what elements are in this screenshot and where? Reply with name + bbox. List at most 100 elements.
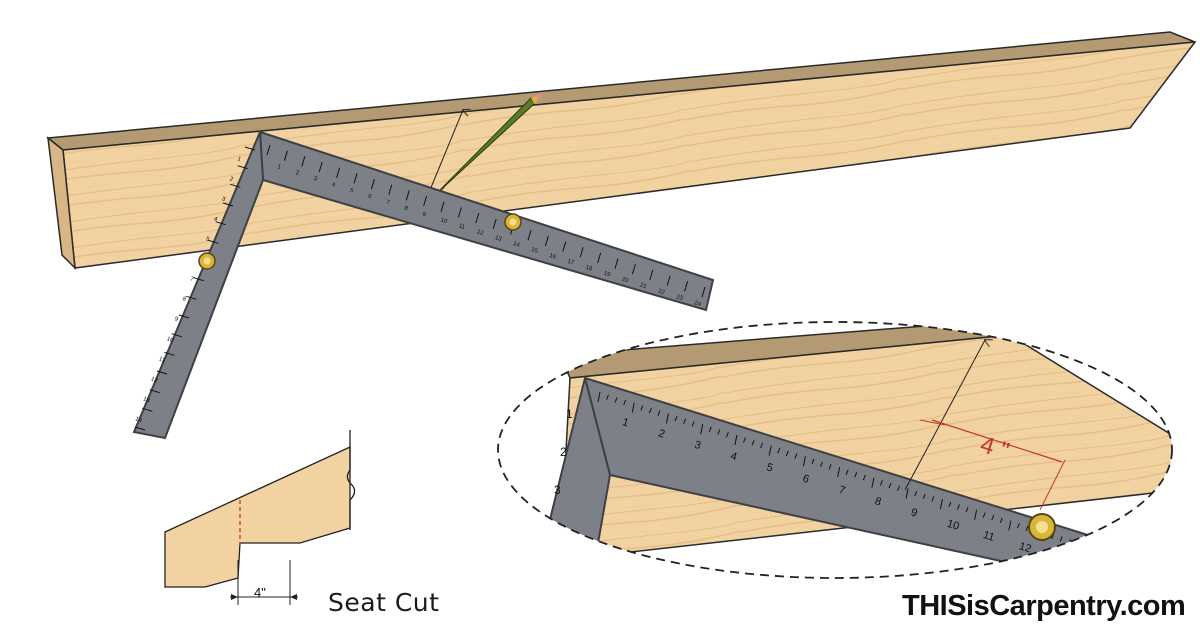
seat-cut-sketch	[164, 430, 356, 605]
body-tick-mark	[440, 201, 445, 212]
tongue-number-label: 14	[134, 416, 143, 424]
body-number-label: 7	[385, 200, 391, 207]
zoom-tongue-number-label: 3	[554, 483, 561, 497]
body-tick-mark	[475, 213, 480, 224]
zoom-tongue-number-label: 1	[566, 407, 573, 421]
zoom-number-label: 13	[1054, 552, 1069, 567]
zoom-number-label: 4	[729, 450, 738, 463]
body-tick-mark	[579, 247, 584, 258]
body-number-label: 15	[530, 247, 539, 255]
tongue-number-label: 4	[213, 216, 219, 223]
tongue-tick-mark	[193, 277, 204, 282]
body-number-label: 4	[331, 182, 337, 189]
body-number-label: 9	[421, 211, 427, 218]
zoom-tick-mark	[845, 469, 849, 475]
body-number-label: 6	[367, 194, 373, 201]
body-tick-mark	[318, 161, 323, 173]
zoom-tick-mark	[1093, 547, 1097, 553]
tongue-tick-mark	[208, 239, 219, 244]
zoom-tick-mark	[820, 461, 824, 467]
seat-cut-dimension-label: 4"	[254, 585, 266, 600]
body-number-label: 14	[512, 241, 521, 249]
zoom-tick-mark	[1102, 549, 1106, 556]
zoom-number-label: 6	[801, 473, 810, 486]
body-number-label: 20	[621, 277, 630, 285]
tongue-number-label: 7	[189, 276, 195, 283]
zoom-tick-mark	[674, 415, 678, 422]
zoom-tick-mark	[811, 458, 815, 465]
tongue-tick-mark	[156, 370, 168, 375]
zoom-number-label: 5	[765, 461, 774, 474]
tongue-tick-mark	[149, 389, 160, 394]
body-number-label: 19	[603, 271, 612, 279]
zoom-tick-mark	[708, 426, 712, 432]
body-number-label: 23	[675, 294, 684, 302]
body-tick-mark	[597, 252, 602, 264]
zoom-tick-mark	[837, 466, 841, 478]
body-number-label: 11	[458, 223, 466, 231]
zoom-tick-mark	[640, 405, 644, 411]
zoom-tick-mark	[717, 429, 721, 435]
zoom-tick-mark	[854, 472, 858, 478]
body-number-label: 2	[295, 170, 301, 177]
body-number-label: 13	[494, 235, 503, 243]
tongue-tick-mark	[171, 333, 182, 338]
tongue-tick-mark	[230, 183, 241, 188]
tongue-tick-mark	[222, 202, 234, 207]
zoom-dim-line	[931, 419, 1063, 463]
tongue-number-label: 8	[181, 296, 187, 303]
body-tick-mark	[457, 207, 462, 218]
body-tick-mark	[405, 190, 410, 201]
zoom-tick-mark	[631, 402, 635, 413]
zoom-number-label: 8	[873, 495, 882, 508]
zoom-tick-mark	[905, 488, 909, 499]
tongue-number-label: 12	[150, 376, 159, 384]
zoom-tick-mark	[743, 437, 746, 443]
zoom-tick-mark	[888, 482, 892, 489]
zoom-tick-mark	[957, 504, 960, 510]
zoom-number-label: 11	[981, 529, 995, 544]
zoom-tick-mark	[657, 410, 661, 416]
zoom-number-label: 12	[1018, 540, 1033, 555]
tongue-tick-mark	[142, 407, 153, 412]
zoom-tick-mark	[700, 424, 704, 435]
tongue-number-label: 10	[166, 336, 175, 344]
zoom-tick-mark	[862, 474, 866, 481]
body-number-label: 3	[313, 176, 319, 183]
zoom-plumb-line	[904, 340, 985, 491]
zoom-tick-mark	[1016, 523, 1020, 529]
body-tick-mark	[423, 195, 428, 207]
zoom-tick-mark	[614, 397, 618, 403]
zoom-number-label: 14	[1090, 563, 1105, 578]
zoom-tick-mark	[965, 506, 969, 513]
zoom-tick-mark	[982, 512, 986, 518]
zoom-number-label: 10	[945, 518, 960, 533]
body-tick-mark	[353, 173, 358, 184]
zoom-tick-mark	[931, 496, 935, 502]
zoom-tick-mark	[999, 517, 1003, 524]
body-tick-mark	[283, 150, 288, 161]
body-number-label: 21	[639, 282, 648, 290]
tongue-number-label: 1	[236, 156, 242, 163]
rafter-end	[47, 136, 76, 271]
sketch-break-line	[346, 430, 356, 530]
zoom-tick-mark	[794, 453, 798, 459]
zoom-tick-mark	[768, 445, 772, 456]
body-tick-mark	[370, 178, 375, 190]
tongue-number-label: 11	[158, 356, 167, 364]
zoom-tick-mark	[734, 434, 738, 445]
zoom-tick-mark	[828, 464, 832, 470]
body-number-label: 17	[566, 259, 575, 267]
body-tick-mark	[631, 264, 636, 275]
body-tick-mark	[266, 144, 271, 156]
body-tick-mark	[666, 275, 671, 286]
plumb-mark-line	[429, 110, 463, 191]
tongue-number-label: 3	[221, 196, 227, 203]
body-number-label: 16	[548, 253, 557, 261]
tongue-number-label: 13	[142, 396, 151, 404]
zoom-tick-mark	[1025, 525, 1029, 532]
